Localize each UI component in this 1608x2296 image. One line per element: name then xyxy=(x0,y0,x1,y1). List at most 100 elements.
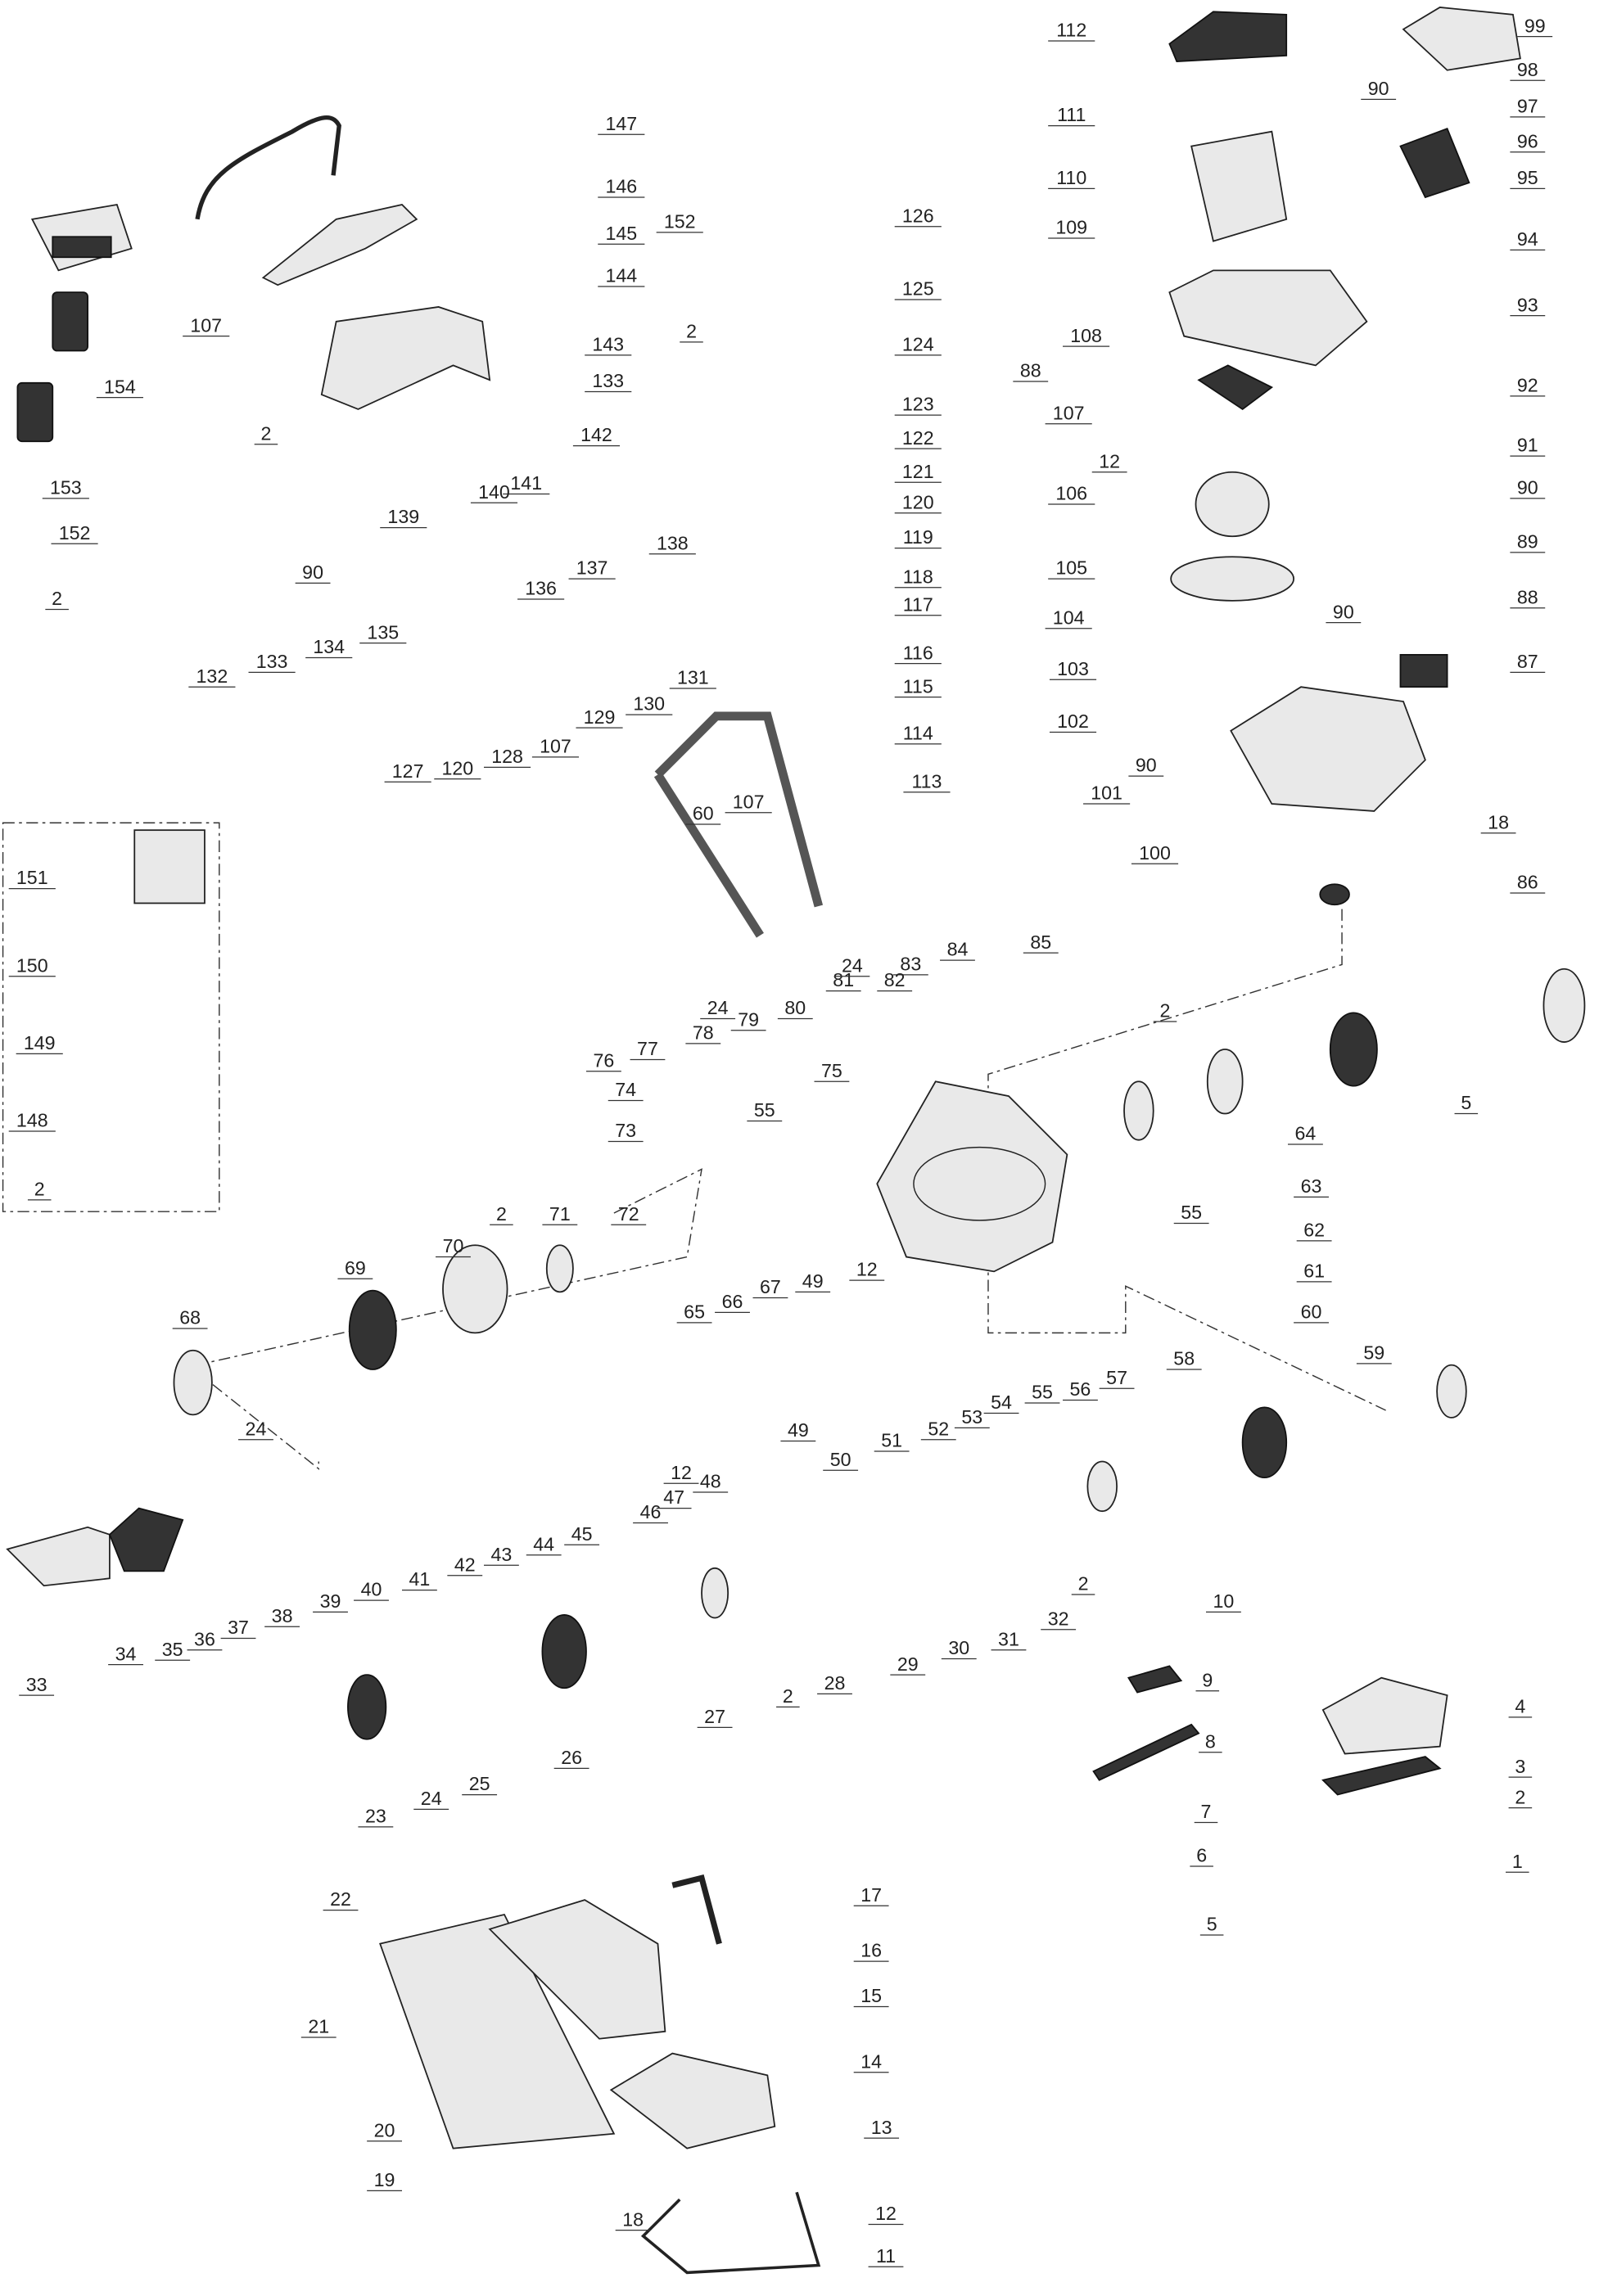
part-label-87: 87 xyxy=(1517,651,1538,672)
part-label-45: 45 xyxy=(571,1523,593,1545)
part-label-66: 66 xyxy=(722,1291,743,1312)
part-label-100: 100 xyxy=(1139,842,1171,864)
part-label-99: 99 xyxy=(1524,15,1546,36)
guard-4 xyxy=(1321,1676,1448,1755)
handle-console-143 xyxy=(320,306,491,410)
part-label-16: 16 xyxy=(860,1940,882,1961)
part-label-44: 44 xyxy=(533,1533,554,1554)
part-label-107: 107 xyxy=(1053,402,1085,423)
assembly-line-motor xyxy=(987,909,1386,1411)
housing-93 xyxy=(1168,269,1368,367)
part-label-70: 70 xyxy=(443,1235,464,1256)
part-label-134: 134 xyxy=(313,636,345,657)
part-label-90: 90 xyxy=(302,562,323,583)
part-label-47: 47 xyxy=(663,1486,684,1508)
part-label-90: 90 xyxy=(1368,78,1389,99)
part-label-35: 35 xyxy=(162,1639,183,1660)
part-label-2: 2 xyxy=(686,320,697,341)
part-label-104: 104 xyxy=(1053,607,1085,628)
part-label-41: 41 xyxy=(409,1568,431,1590)
part-label-126: 126 xyxy=(902,205,934,226)
part-label-86: 86 xyxy=(1517,872,1538,893)
part-label-2: 2 xyxy=(1160,1000,1171,1022)
lower-handle-114-b xyxy=(653,772,764,938)
assembly-line-handle xyxy=(188,1168,702,1470)
part-label-18: 18 xyxy=(622,2208,644,2230)
part-label-80: 80 xyxy=(784,997,806,1018)
part-label-12: 12 xyxy=(856,1259,878,1280)
part-label-81: 81 xyxy=(833,969,854,990)
part-label-72: 72 xyxy=(618,1203,639,1225)
part-label-116: 116 xyxy=(903,642,933,663)
part-label-120: 120 xyxy=(902,491,934,512)
part-label-75: 75 xyxy=(821,1060,842,1081)
part-label-43: 43 xyxy=(491,1544,513,1565)
part-label-127: 127 xyxy=(392,760,424,782)
part-label-4: 4 xyxy=(1515,1696,1525,1717)
part-label-71: 71 xyxy=(549,1203,571,1225)
battery-154 xyxy=(52,291,89,352)
part-label-131: 131 xyxy=(677,667,709,688)
part-label-151: 151 xyxy=(16,867,48,888)
part-label-61: 61 xyxy=(1303,1261,1325,1282)
part-label-111: 111 xyxy=(1057,104,1086,125)
part-label-78: 78 xyxy=(693,1022,714,1043)
wheels xyxy=(173,968,1586,1740)
part-label-139: 139 xyxy=(387,506,419,527)
part-label-122: 122 xyxy=(902,427,934,449)
part-label-11: 11 xyxy=(876,2245,896,2267)
part-label-63: 63 xyxy=(1301,1175,1322,1197)
part-label-2: 2 xyxy=(1078,1573,1089,1595)
part-label-103: 103 xyxy=(1057,658,1089,679)
part-label-150: 150 xyxy=(16,954,48,976)
blade-8 xyxy=(1092,1723,1200,1781)
lower-handle-114 xyxy=(654,711,824,908)
part-label-68: 68 xyxy=(179,1307,201,1328)
part-label-9: 9 xyxy=(1202,1669,1213,1690)
part-label-102: 102 xyxy=(1057,710,1089,732)
part-label-55: 55 xyxy=(1181,1202,1202,1223)
part-label-2: 2 xyxy=(52,588,62,609)
part-label-123: 123 xyxy=(902,394,934,415)
bag-handle-14 xyxy=(609,2052,776,2149)
box-87 xyxy=(1399,654,1448,688)
part-label-1: 1 xyxy=(1512,1851,1523,1872)
handle-17 xyxy=(671,1874,722,1945)
part-label-65: 65 xyxy=(684,1301,705,1323)
part-label-55: 55 xyxy=(1032,1382,1053,1403)
part-label-7: 7 xyxy=(1201,1801,1212,1822)
part-label-153: 153 xyxy=(50,477,82,498)
part-label-24: 24 xyxy=(842,954,863,976)
part-label-31: 31 xyxy=(998,1628,1019,1649)
part-label-13: 13 xyxy=(871,2117,892,2138)
part-label-27: 27 xyxy=(704,1706,725,1727)
part-label-24: 24 xyxy=(707,997,729,1018)
part-label-15: 15 xyxy=(860,1985,882,2006)
part-label-2: 2 xyxy=(260,422,271,444)
part-label-142: 142 xyxy=(580,424,612,445)
part-label-144: 144 xyxy=(605,265,637,286)
part-label-107: 107 xyxy=(540,736,571,757)
part-label-38: 38 xyxy=(272,1605,293,1626)
part-label-107: 107 xyxy=(733,791,765,812)
part-label-12: 12 xyxy=(671,1462,692,1483)
part-label-62: 62 xyxy=(1303,1220,1325,1241)
part-86 xyxy=(1319,883,1350,906)
part-label-136: 136 xyxy=(525,578,557,599)
part-label-128: 128 xyxy=(491,746,523,767)
part-label-24: 24 xyxy=(421,1788,442,1809)
part-label-120: 120 xyxy=(441,757,473,778)
part-label-52: 52 xyxy=(928,1418,949,1439)
part-label-33: 33 xyxy=(26,1674,47,1695)
part-label-8: 8 xyxy=(1205,1730,1216,1752)
part-label-138: 138 xyxy=(657,532,689,553)
part-label-137: 137 xyxy=(576,557,608,579)
grille-92 xyxy=(1197,364,1274,411)
part-label-108: 108 xyxy=(1070,325,1102,346)
part-label-135: 135 xyxy=(367,621,399,643)
part-label-36: 36 xyxy=(194,1628,215,1649)
part-label-145: 145 xyxy=(605,223,637,244)
part-label-26: 26 xyxy=(561,1747,582,1768)
part-label-124: 124 xyxy=(902,334,934,355)
